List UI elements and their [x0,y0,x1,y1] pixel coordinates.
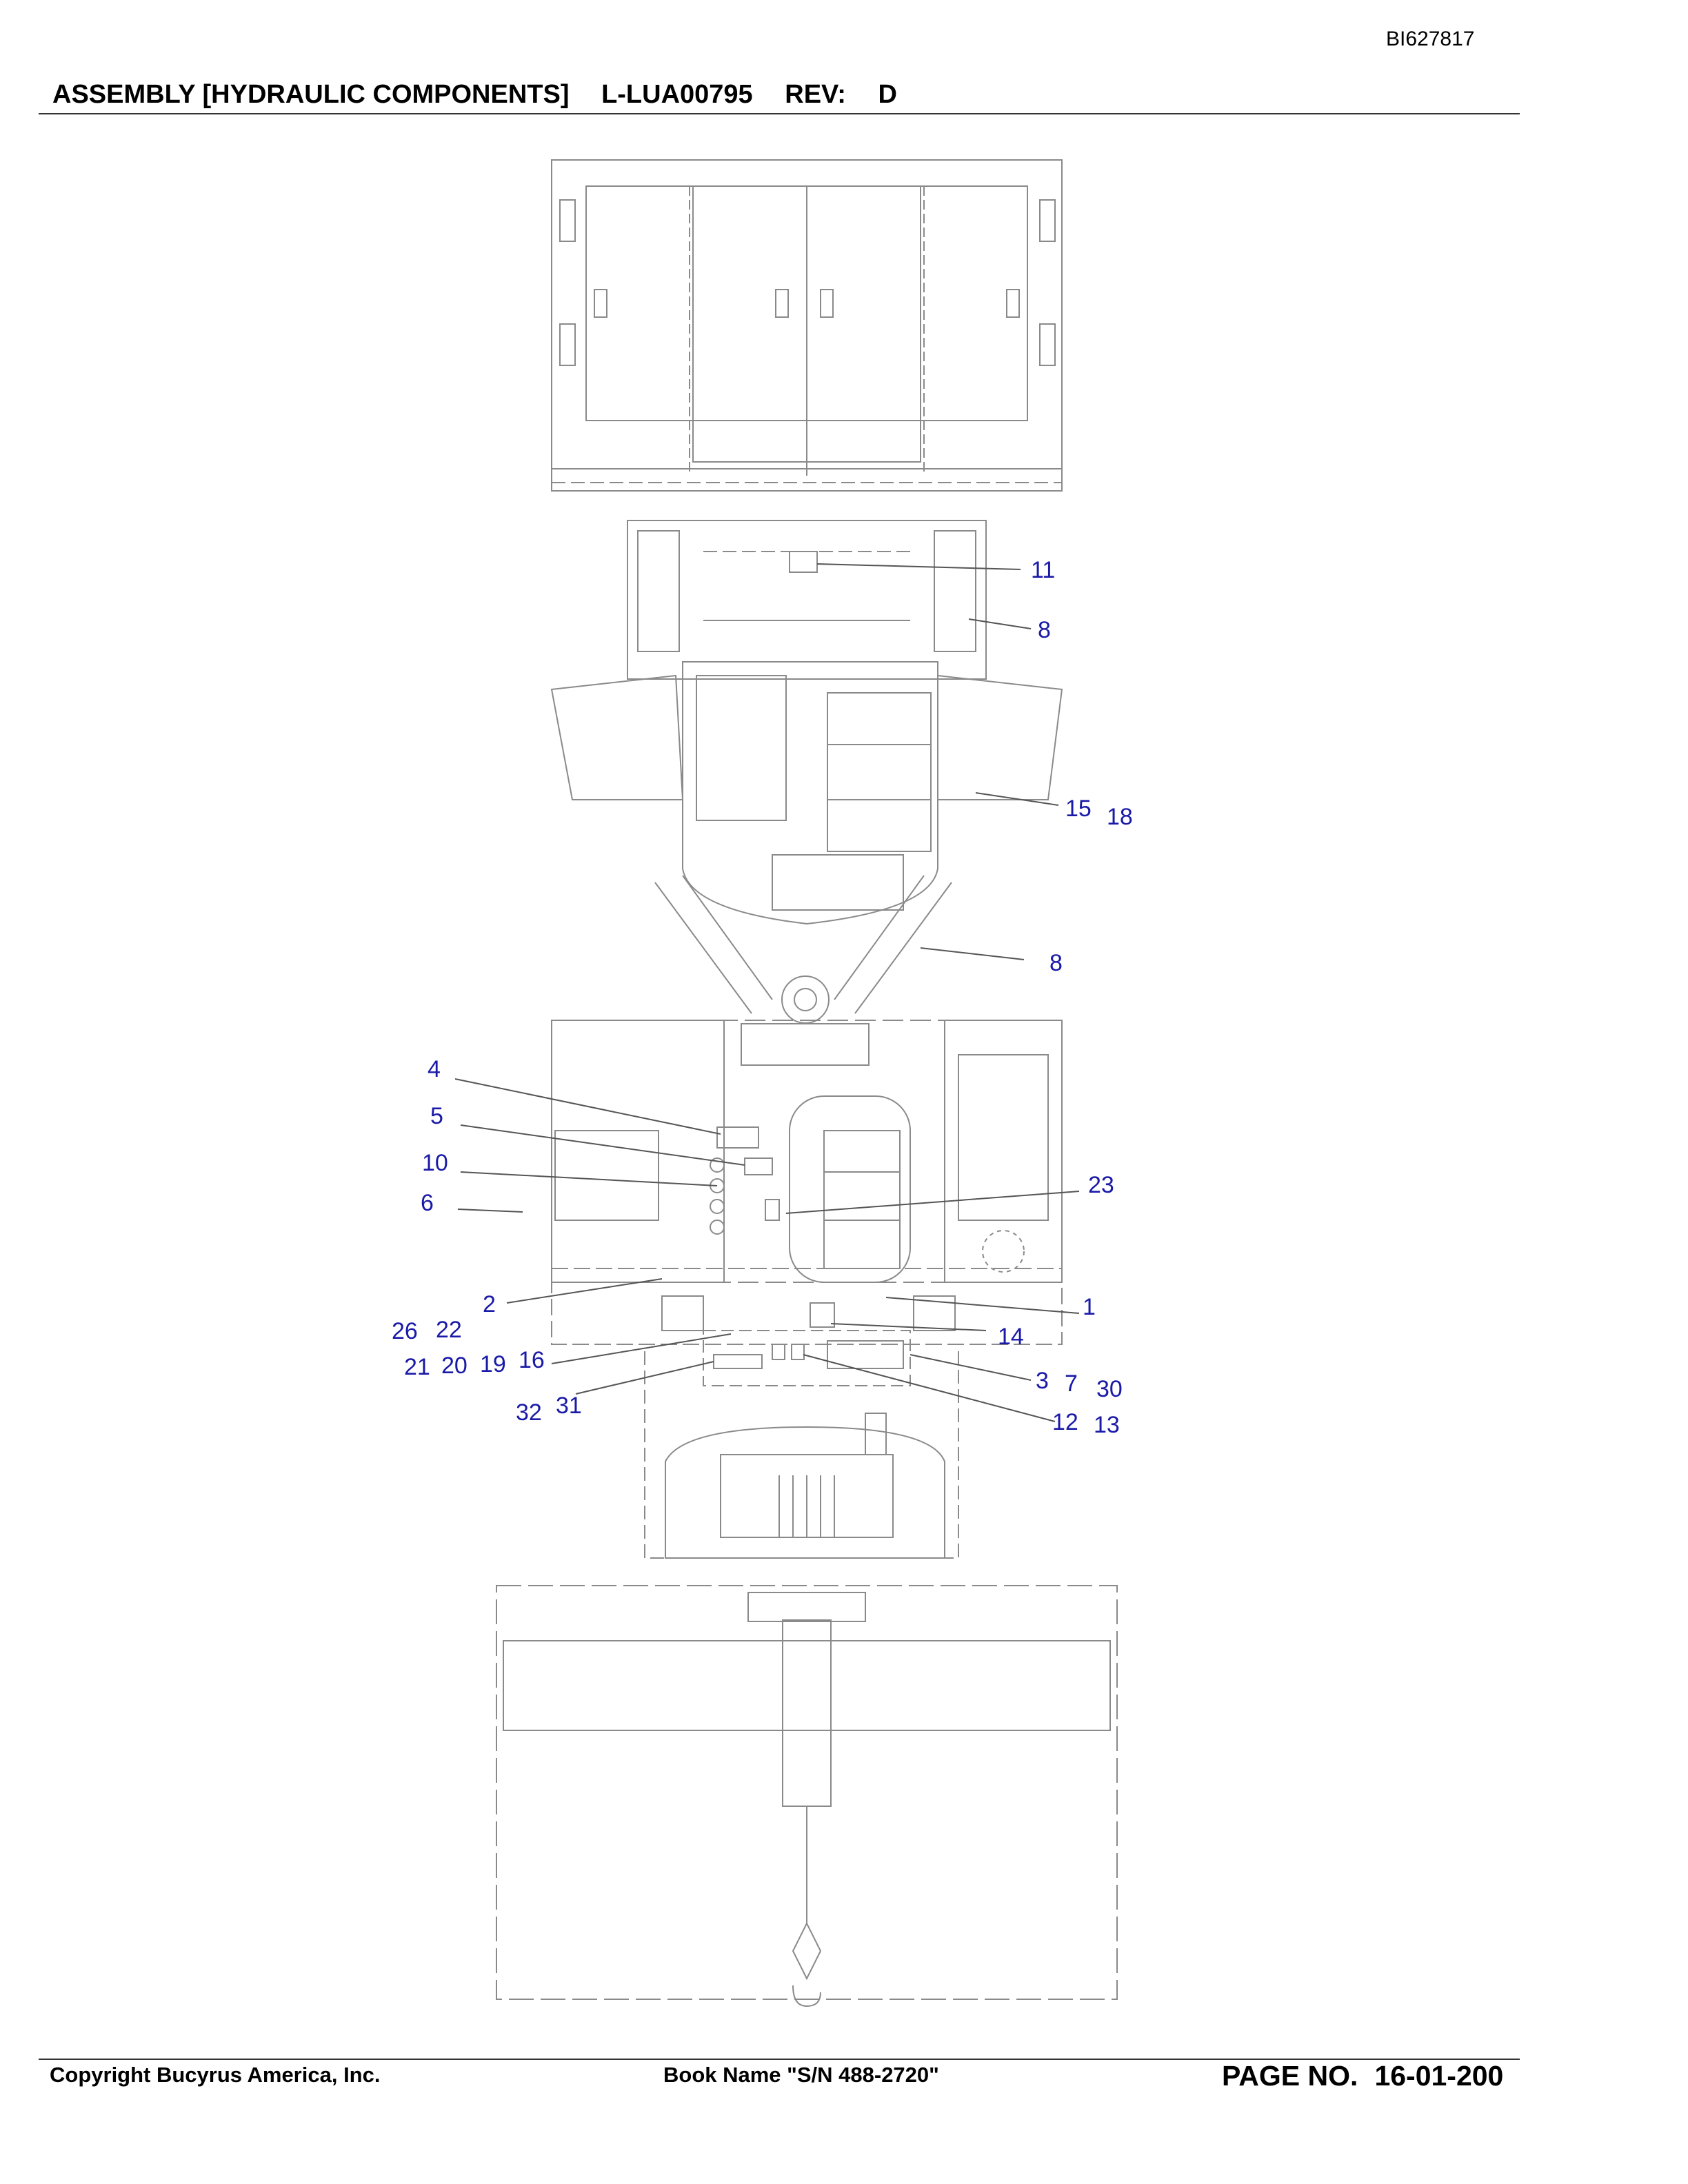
page-label: PAGE NO. [1222,2060,1358,2092]
part-number: L-LUA00795 [601,80,753,109]
callout-23: 23 [1088,1172,1114,1198]
callout-30: 30 [1096,1376,1123,1402]
upper-frame [551,159,1063,492]
footer-rule [39,2059,1520,2060]
center-housing [682,661,938,925]
callout-4: 4 [428,1056,441,1082]
callout-14: 14 [998,1324,1024,1350]
revision-value: D [878,80,897,109]
callout-26: 26 [392,1318,418,1344]
document-id: BI627817 [1386,28,1475,50]
lower-deck [551,1020,1063,1283]
callout-7: 7 [1065,1371,1078,1397]
callout-11: 11 [1031,557,1055,583]
callout-20: 20 [441,1353,468,1379]
callout-3: 3 [1036,1368,1049,1394]
page-number-block: PAGE NO. 16-01-200 [1222,2060,1520,2092]
callout-15: 15 [1065,796,1092,822]
callout-21: 21 [404,1354,430,1380]
copyright-text: Copyright Bucyrus America, Inc. [50,2063,381,2087]
callout-8-upper: 8 [1038,617,1051,643]
callout-32: 32 [516,1399,542,1426]
callout-18: 18 [1107,804,1133,830]
callout-16: 16 [519,1347,545,1373]
leader-lines [454,563,1080,1422]
assembly-title: ASSEMBLY [HYDRAULIC COMPONENTS] [52,80,570,109]
page-number: 16-01-200 [1374,2060,1504,2092]
header-rule [39,113,1520,114]
mid-frame [627,520,987,680]
bucket-outline [496,1585,1118,2000]
callout-19: 19 [480,1351,506,1377]
callout-22: 22 [436,1317,462,1343]
callout-8-lower: 8 [1049,950,1063,976]
callout-1: 1 [1083,1294,1096,1320]
callout-2: 2 [483,1291,496,1317]
callout-5: 5 [430,1103,443,1129]
callout-10: 10 [422,1150,448,1176]
callout-12: 12 [1052,1409,1078,1435]
callout-6: 6 [421,1190,434,1216]
book-name: Book Name "S/N 488-2720" [663,2063,939,2087]
callout-13: 13 [1094,1412,1120,1438]
revision-label: REV: [785,80,846,109]
machine-outline [496,159,1118,2008]
page-title: ASSEMBLY [HYDRAULIC COMPONENTS] L-LUA007… [52,80,922,110]
callout-31: 31 [556,1393,582,1419]
